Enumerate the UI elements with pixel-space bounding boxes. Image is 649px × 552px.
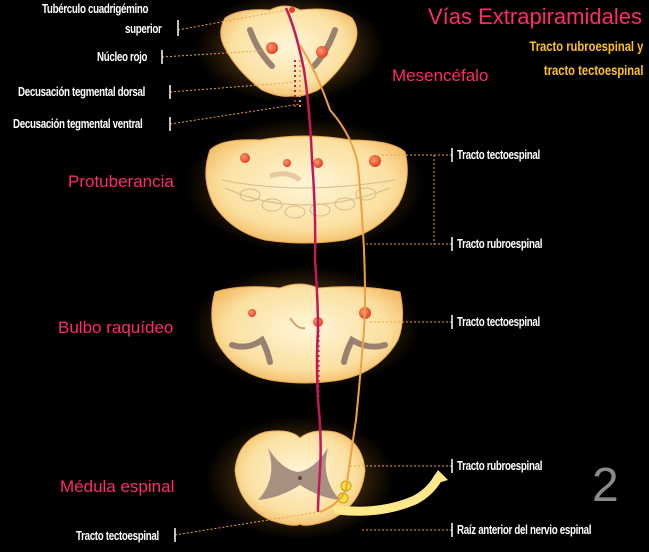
rubrospinal-tract — [284, 7, 322, 513]
label-nucleo-rojo: Núcleo rojo — [97, 50, 148, 64]
label-tracto-rubroespinal-1: Tracto rubroespinal — [457, 237, 543, 251]
label-tracto-rubroespinal-2: Tracto rubroespinal — [457, 459, 543, 473]
label-tuberculo-line1: Tubérculo cuadrigémino — [42, 2, 149, 16]
pons-section — [185, 117, 425, 253]
tectospinal-tract — [299, 44, 366, 513]
medulla-section — [190, 266, 420, 390]
region-label-bulbo: Bulbo raquídeo — [58, 318, 174, 337]
region-label-medula: Médula espinal — [60, 477, 175, 496]
anterior-nerve-root — [333, 470, 448, 516]
superior-colliculus-dot — [289, 7, 295, 13]
label-raiz-anterior: Raíz anterior del nervio espinal — [457, 523, 592, 537]
page-number: 2 — [592, 459, 619, 512]
label-tuberculo-line2: superior — [125, 22, 162, 36]
label-tracto-tectoespinal-1: Tracto tectoespinal — [457, 148, 540, 162]
region-label-protuberancia: Protuberancia — [68, 172, 174, 191]
mesencephalon-section — [195, 0, 385, 103]
label-tracto-tectoespinal-2: Tracto tectoespinal — [457, 315, 540, 329]
subtitle-line-2: tracto tectoespinal — [543, 62, 643, 78]
left-leader-lines — [161, 9, 319, 536]
region-label-mesencefalo: Mesencéfalo — [392, 66, 489, 85]
diagram-title: Vías Extrapiramidales — [428, 4, 642, 29]
left-label-ticks — [161, 20, 179, 542]
label-decusacion-ventral: Decusación tegmental ventral — [13, 117, 143, 131]
right-leader-lines — [350, 154, 452, 531]
label-tracto-tectoespinal-bottom: Tracto tectoespinal — [76, 529, 159, 543]
red-nucleus-left — [266, 42, 278, 54]
subtitle-line-1: Tracto rubroespinal y — [529, 38, 643, 54]
spinal-cord-section — [205, 416, 395, 540]
red-nucleus-right — [316, 46, 328, 58]
label-decusacion-dorsal: Decusación tegmental dorsal — [18, 85, 146, 99]
